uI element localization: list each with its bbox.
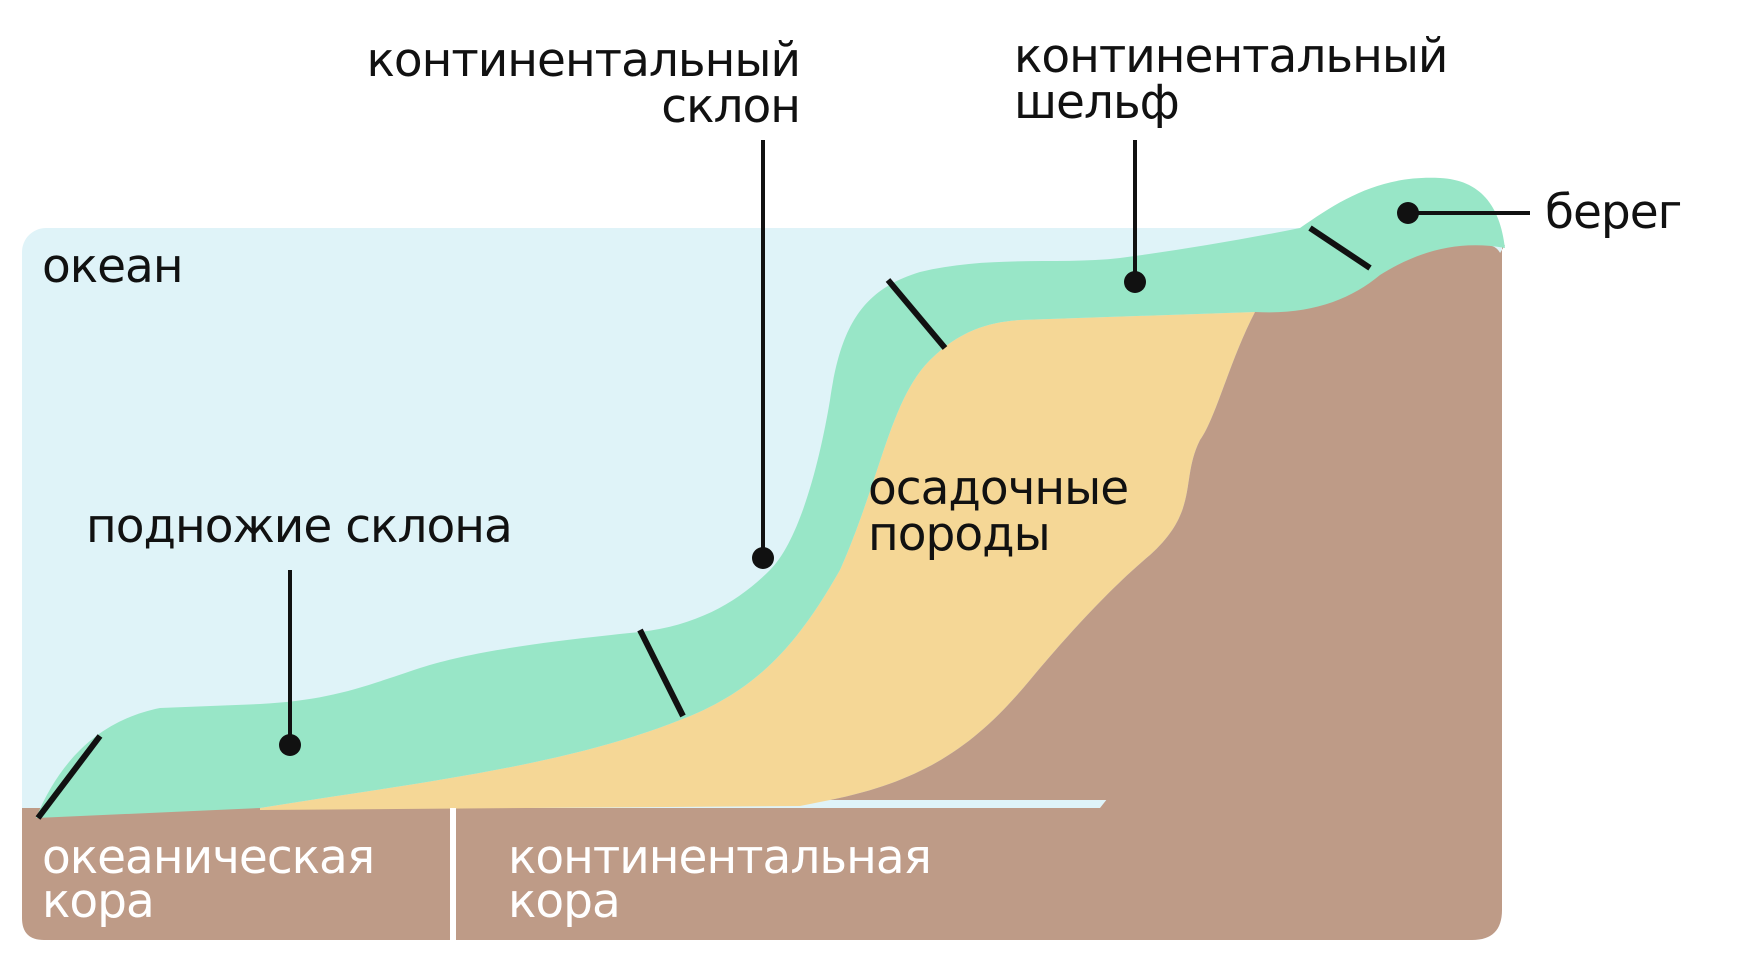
label-continental-shelf-line1: континентальный xyxy=(1014,29,1448,84)
marker-shore xyxy=(1397,202,1419,224)
label-continental-shelf: континентальный шельф xyxy=(1014,29,1448,130)
marker-continental-shelf xyxy=(1124,271,1146,293)
label-continental-shelf-line2: шельф xyxy=(1014,75,1180,130)
label-ocean: океан xyxy=(42,239,184,294)
label-continental-crust: континентальная кора xyxy=(508,830,932,929)
label-oceanic-crust: океаническая кора xyxy=(42,830,375,929)
marker-continental-rise xyxy=(279,734,301,756)
label-continental-crust-line1: континентальная xyxy=(508,830,932,885)
label-sedimentary-rocks-line2: породы xyxy=(868,507,1051,562)
label-continental-slope-line1: континентальный xyxy=(366,33,801,88)
marker-continental-slope xyxy=(752,547,774,569)
label-shore: берег xyxy=(1545,185,1682,240)
continental-crust-upper xyxy=(830,244,1502,800)
label-continental-slope-line2: склон xyxy=(661,79,801,134)
label-continental-crust-line2: кора xyxy=(508,874,621,929)
label-sedimentary-rocks: осадочные породы xyxy=(868,461,1129,562)
boundary-tick-shelf-shore xyxy=(1308,225,1372,271)
label-continental-rise: подножие склона xyxy=(86,499,513,554)
boundary-tick-slope-shelf xyxy=(885,278,948,350)
label-sedimentary-rocks-line1: осадочные xyxy=(868,461,1129,516)
boundary-tick-rise-slope xyxy=(637,628,686,718)
sediment-layer xyxy=(260,312,1255,810)
label-continental-slope: континентальный склон xyxy=(340,33,801,134)
boundary-tick-rise-start xyxy=(35,734,103,820)
seafloor-layer xyxy=(36,177,1505,818)
label-oceanic-crust-line2: кора xyxy=(42,874,155,929)
label-oceanic-crust-line1: океаническая xyxy=(42,830,375,885)
